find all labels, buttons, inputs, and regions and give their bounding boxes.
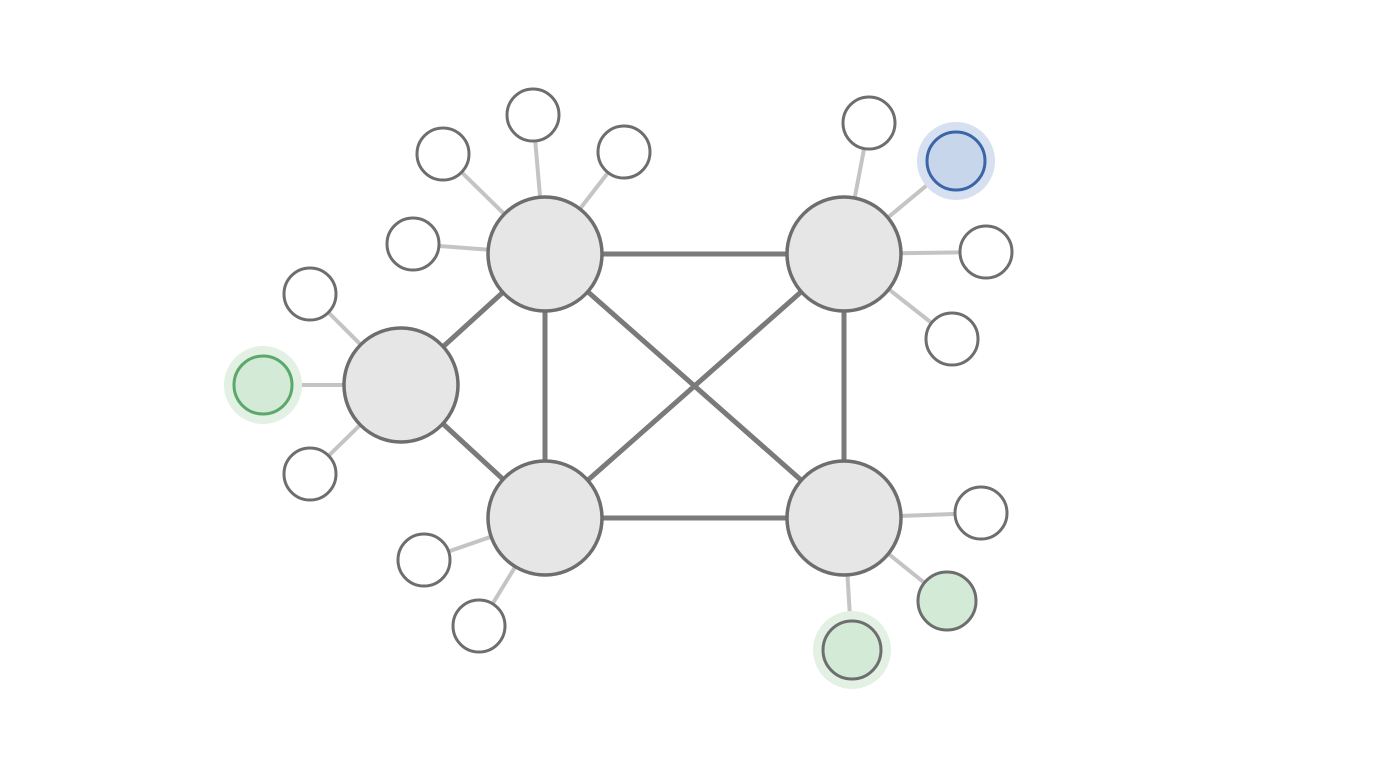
- leaf-node-a2[interactable]: [232, 354, 294, 416]
- leaf-node-c3[interactable]: [958, 224, 1014, 280]
- nodes-layer: [224, 87, 1014, 689]
- hub-e-node[interactable]: [785, 459, 903, 577]
- leaf-node-e2[interactable]: [916, 570, 978, 632]
- leaf-node-c1[interactable]: [841, 95, 897, 151]
- leaf-node-c2[interactable]: [925, 130, 987, 192]
- hub-edge: [543, 252, 846, 520]
- leaf-node-b3[interactable]: [596, 124, 652, 180]
- hub-b-node[interactable]: [486, 195, 604, 313]
- leaf-node-e3[interactable]: [821, 619, 883, 681]
- leaf-node-b2[interactable]: [505, 87, 561, 143]
- leaf-node-e1[interactable]: [953, 485, 1009, 541]
- leaf-node-a3[interactable]: [282, 446, 338, 502]
- leaf-node-a1[interactable]: [282, 266, 338, 322]
- hub-c-node[interactable]: [785, 195, 903, 313]
- leaf-node-d2[interactable]: [451, 598, 507, 654]
- leaf-node-b4[interactable]: [385, 216, 441, 272]
- leaf-node-d1[interactable]: [396, 532, 452, 588]
- hub-d-node[interactable]: [486, 459, 604, 577]
- hub-a-node[interactable]: [342, 326, 460, 444]
- leaf-node-b1[interactable]: [415, 126, 471, 182]
- leaf-node-c4[interactable]: [924, 311, 980, 367]
